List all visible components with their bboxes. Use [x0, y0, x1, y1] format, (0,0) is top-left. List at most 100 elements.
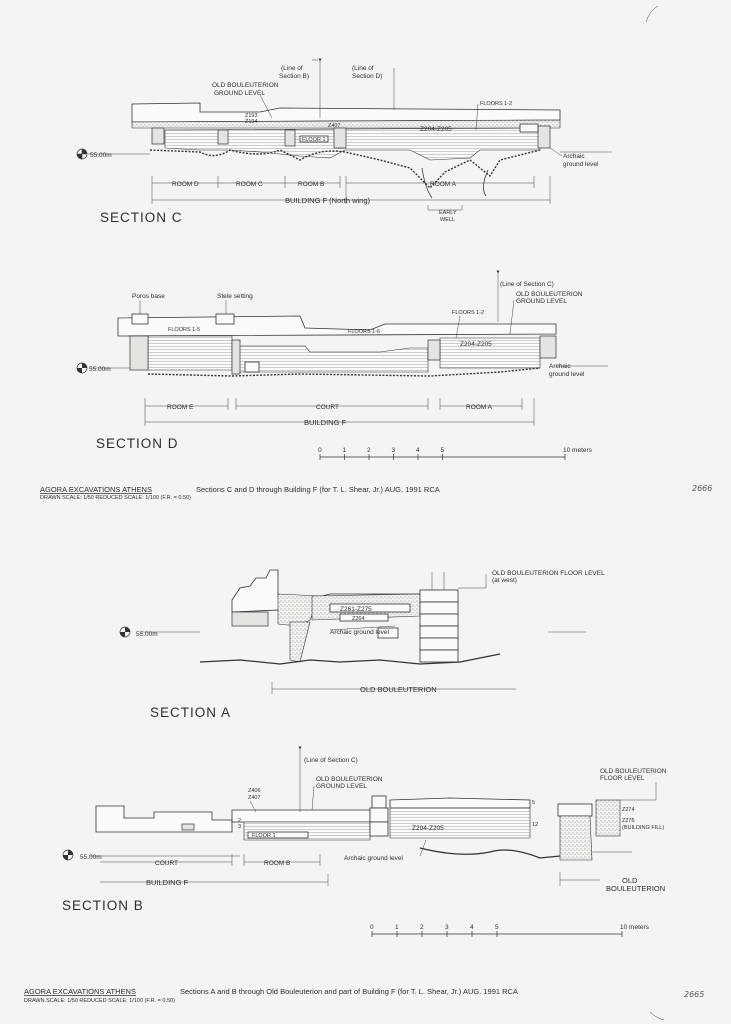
context-label: Z274	[622, 807, 635, 813]
ground-level-label: GROUND LEVEL	[516, 298, 567, 305]
marker: 2	[238, 818, 241, 824]
context-label: Z407	[248, 795, 261, 801]
section-title: SECTION B	[62, 898, 144, 913]
context-label: Z406	[248, 788, 261, 794]
context-label: Z194	[245, 119, 258, 125]
section-a: Z261-Z275 Z264 Archaic ground level 55.0…	[119, 569, 605, 720]
ground-level-label: GROUND LEVEL	[214, 90, 265, 97]
ground-level-label: GROUND LEVEL	[316, 783, 367, 790]
section-d: Poros base Stele setting 55.00m (Line of…	[76, 270, 608, 451]
floors-label: FLOORS 1-6	[348, 329, 380, 335]
building-label: BOULEUTERION	[606, 884, 665, 893]
caption-scale: DRAWN SCALE: 1/50 REDUCED SCALE: 1/100 (…	[24, 998, 175, 1004]
fill-label: (BUILDING FILL)	[622, 825, 664, 831]
context-label: Z204-Z205	[420, 126, 452, 133]
floor1-label: FLOOR 1	[252, 833, 276, 839]
ground-level-label: OLD BOULEUTERION	[316, 776, 383, 783]
room-label: COURT	[155, 860, 178, 867]
context-label: Z204-Z205	[412, 825, 444, 832]
marker: 12	[532, 822, 538, 828]
floor-level-label: FLOOR LEVEL	[600, 775, 645, 782]
building-label: BUILDING F	[304, 418, 347, 427]
section-title: SECTION D	[96, 436, 179, 451]
scale-end-label: 10 meters	[620, 924, 650, 931]
floors-label: FLOORS 1-2	[452, 310, 484, 316]
caption-scale: DRAWN SCALE: 1/50 REDUCED SCALE: 1/100 (…	[40, 495, 191, 501]
level-label: 55.00m	[89, 366, 111, 373]
line-of-section-label: (Line of	[281, 65, 303, 72]
caption-2: AGORA EXCAVATIONS ATHENS Sections A and …	[24, 987, 704, 1004]
archaic-label: Archaic ground level	[344, 855, 403, 862]
scale-tick-label: 0	[370, 924, 374, 931]
archaic-label: Archaic	[563, 153, 585, 160]
stele-label: Stele setting	[217, 293, 253, 300]
corner-mark	[645, 5, 659, 23]
floor-level-label: (at west)	[492, 577, 517, 584]
scale-tick-label: 2	[420, 924, 424, 931]
section-c: FLOOR 1 55.00m ROOM D ROOM C ROOM B ROOM…	[76, 58, 612, 225]
building-label: BUILDING F	[146, 878, 189, 887]
archaic-label: ground level	[563, 161, 599, 168]
sheet-number: 2665	[684, 990, 704, 999]
archaic-label: Archaic ground level	[330, 629, 389, 636]
building-label: OLD	[622, 876, 638, 885]
section-b: FLOOR 1 Z204-Z205 Z274 Z275 (BUILDING FI…	[62, 746, 667, 913]
floor-level-label: OLD BOULEUTERION	[600, 768, 667, 775]
section-title: SECTION C	[100, 210, 183, 225]
room-label: ROOM A	[466, 404, 493, 411]
corner-mark	[649, 1011, 665, 1021]
room-label: ROOM D	[172, 181, 199, 188]
context-label: Z264	[352, 616, 365, 622]
building-label: OLD BOULEUTERION	[360, 685, 437, 694]
ground-level-label: OLD BOULEUTERION	[516, 291, 583, 298]
level-label: 55.00m	[136, 631, 158, 638]
floors-label: FLOORS 1-2	[480, 101, 512, 107]
scale-end-label: 10 meters	[563, 447, 593, 454]
scale-tick-label: 0	[318, 447, 322, 454]
scale-tick-label: 4	[416, 447, 420, 454]
context-label: Z407	[328, 123, 341, 129]
scale-tick-label: 5	[495, 924, 499, 931]
scale-tick-label: 5	[441, 447, 445, 454]
caption-text: Sections A and B through Old Bouleuterio…	[180, 987, 518, 996]
room-label: ROOM E	[167, 404, 194, 411]
floors-label: FLOORS 1-5	[168, 327, 200, 333]
floor-level-label: OLD BOULEUTERION FLOOR LEVEL	[492, 570, 605, 577]
context-label: Z193	[245, 113, 258, 119]
level-label: 55.00m	[90, 152, 112, 159]
room-label: COURT	[316, 404, 339, 411]
scale-tick-label: 3	[392, 447, 396, 454]
marker: 3	[238, 824, 241, 830]
caption-text: Sections C and D through Building F (for…	[196, 485, 440, 494]
context-label: Z275	[622, 818, 635, 824]
context-label: Z204-Z205	[460, 341, 492, 348]
scale-bar: 0 1 2 3 4 5 10 meters	[370, 924, 650, 937]
marker: 5	[532, 800, 535, 806]
caption-title: AGORA EXCAVATIONS ATHENS	[24, 987, 136, 996]
scale-tick-label: 2	[367, 447, 371, 454]
scale-tick-label: 1	[395, 924, 399, 931]
poros-label: Poros base	[132, 293, 165, 300]
archaic-label: ground level	[549, 371, 585, 378]
well-label: EARLY	[439, 210, 457, 216]
level-label: 55.00m	[80, 854, 102, 861]
caption-title: AGORA EXCAVATIONS ATHENS	[40, 485, 152, 494]
ground-level-label: OLD BOULEUTERION	[212, 82, 279, 89]
caption-1: AGORA EXCAVATIONS ATHENS Sections C and …	[40, 484, 712, 501]
archaic-label: Archaic	[549, 363, 571, 370]
room-label: ROOM B	[298, 181, 324, 188]
sheet-number: 2666	[692, 484, 712, 493]
scale-tick-label: 3	[445, 924, 449, 931]
building-label: BUILDING F (North wing)	[285, 196, 371, 205]
line-of-section-label: (Line of	[352, 65, 374, 72]
room-label: ROOM C	[236, 181, 263, 188]
scale-tick-label: 4	[470, 924, 474, 931]
context-label: Z261-Z275	[340, 606, 372, 613]
line-of-section-label: (Line of Section C)	[304, 757, 358, 764]
line-of-section-label: Section B)	[279, 73, 309, 80]
line-of-section-label: (Line of Section C)	[500, 281, 554, 288]
section-title: SECTION A	[150, 705, 231, 720]
line-of-section-label: Section D)	[352, 73, 382, 80]
